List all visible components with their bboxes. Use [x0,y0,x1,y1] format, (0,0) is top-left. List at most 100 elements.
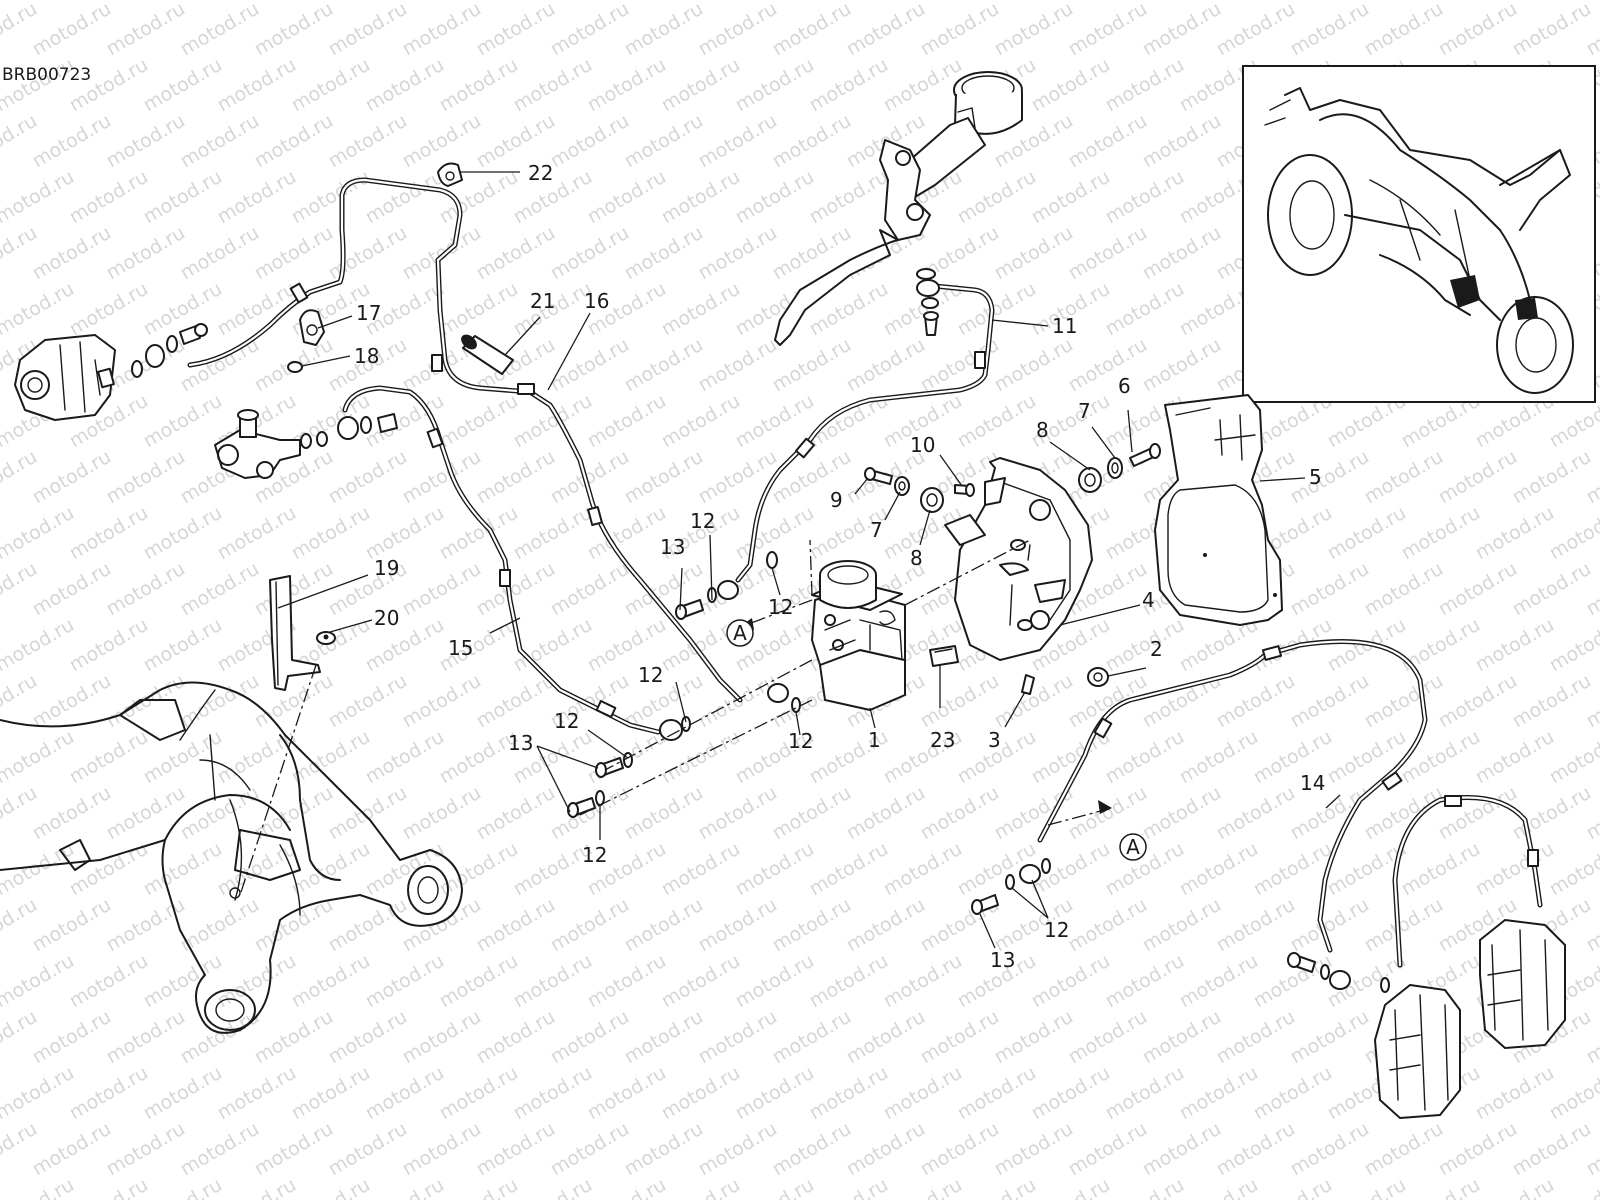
watermark-text: motod.ru [288,950,374,1013]
callout-12-mid: 12 [638,663,663,687]
watermark-text: motod.ru [1028,950,1114,1013]
connection-marker-a-left: A [726,619,754,647]
callout-8-right: 8 [1036,418,1049,442]
watermark-text: motod.ru [1065,0,1151,60]
watermark-text: motod.ru [695,334,781,397]
spacer-3 [1021,674,1035,695]
watermark-text: motod.ru [510,1174,596,1200]
watermark-text: motod.ru [1028,166,1114,229]
watermark-text: motod.ru [103,1006,189,1069]
watermark-text: motod.ru [880,838,966,901]
watermark-text: motod.ru [1065,110,1151,173]
watermark-text: motod.ru [1139,782,1225,845]
watermark-text: motod.ru [880,1174,966,1200]
watermark-text: motod.ru [1139,334,1225,397]
watermark-text: motod.ru [1250,0,1336,4]
watermark-text: motod.ru [140,54,226,117]
hose-clip-22 [437,162,463,187]
watermark-text: motod.ru [1509,558,1595,621]
watermark-text: motod.ru [436,950,522,1013]
watermark-text: motod.ru [584,1174,670,1200]
abs-support-bracket [944,457,1093,661]
watermark-text: motod.ru [473,446,559,509]
watermark-text: motod.ru [1287,446,1373,509]
watermark-text: motod.ru [362,838,448,901]
watermark-text: motod.ru [510,950,596,1013]
callout-7-left: 7 [870,518,883,542]
watermark-text: motod.ru [1139,0,1225,60]
watermark-text: motod.ru [325,894,411,957]
washer-7-left [894,476,910,496]
watermark-text: motod.ru [0,278,78,341]
watermark-text: motod.ru [0,1062,78,1125]
callout-3: 3 [988,728,1001,752]
watermark-text: motod.ru [214,502,300,565]
callout-9: 9 [830,488,843,512]
watermark-text: motod.ru [362,1062,448,1125]
watermark-text: motod.ru [140,838,226,901]
watermark-text: motod.ru [621,222,707,285]
watermark-text: motod.ru [769,1118,855,1181]
hose-bracket-19 [269,575,321,691]
rear-master-cylinder [214,409,328,479]
watermark-text: motod.ru [362,950,448,1013]
watermark-text: motod.ru [214,1174,300,1200]
watermark-text: motod.ru [1361,1118,1447,1181]
watermark-text: motod.ru [1102,166,1188,229]
front-master-cylinder [774,71,1023,346]
watermark-text: motod.ru [1028,54,1114,117]
watermark-text: motod.ru [1324,502,1410,565]
watermark-text: motod.ru [1102,726,1188,789]
brake-hose-16 [187,177,743,703]
watermark-text: motod.ru [732,950,818,1013]
watermark-text: motod.ru [177,110,263,173]
watermark-text: motod.ru [399,558,485,621]
svg-text:A: A [733,621,747,645]
watermark-text: motod.ru [732,0,818,4]
watermark-text: motod.ru [695,110,781,173]
watermark-text: motod.ru [399,446,485,509]
watermark-text: motod.ru [29,894,115,957]
watermark-text: motod.ru [1028,838,1114,901]
drawing-code: BRB00723 [2,65,91,85]
screw-10 [954,483,975,497]
watermark-text: motod.ru [177,1118,263,1181]
watermark-text: motod.ru [547,1118,633,1181]
watermark-text: motod.ru [103,110,189,173]
watermark-text: motod.ru [843,0,929,60]
watermark-text: motod.ru [103,0,189,60]
watermark-text: motod.ru [991,334,1077,397]
watermark-text: motod.ru [399,1006,485,1069]
rear-master-banjo [337,413,398,440]
watermark-text: motod.ru [1176,1174,1262,1200]
watermark-text: motod.ru [658,1062,744,1125]
brake-hose-14 [1037,639,1543,968]
svg-text:A: A [1126,835,1140,859]
watermark-text: motod.ru [1139,222,1225,285]
watermark-text: motod.ru [880,1062,966,1125]
callout-23: 23 [930,728,955,752]
watermark-text: motod.ru [1139,894,1225,957]
watermark-text: motod.ru [325,0,411,60]
watermark-text: motod.ru [584,166,670,229]
watermark-text: motod.ru [732,166,818,229]
watermark-text: motod.ru [66,950,152,1013]
watermark-text: motod.ru [695,782,781,845]
screw-20 [316,631,336,645]
watermark-text: motod.ru [991,222,1077,285]
watermark-text: motod.ru [66,614,152,677]
callout-13-upper: 13 [660,535,685,559]
grommet-2 [1087,667,1109,687]
abs-modulator-unit [811,560,906,711]
watermark-text: motod.ru [1546,726,1600,789]
watermark-text: motod.ru [1176,950,1262,1013]
watermark-text: motod.ru [1287,670,1373,733]
watermark-text: motod.ru [66,726,152,789]
watermark-text: motod.ru [510,0,596,4]
callout-7-right: 7 [1078,399,1091,423]
callout-14: 14 [1300,771,1325,795]
watermark-text: motod.ru [177,782,263,845]
watermark-text: motod.ru [29,446,115,509]
watermark-text: motod.ru [1213,894,1299,957]
watermark-text: motod.ru [1546,502,1600,565]
